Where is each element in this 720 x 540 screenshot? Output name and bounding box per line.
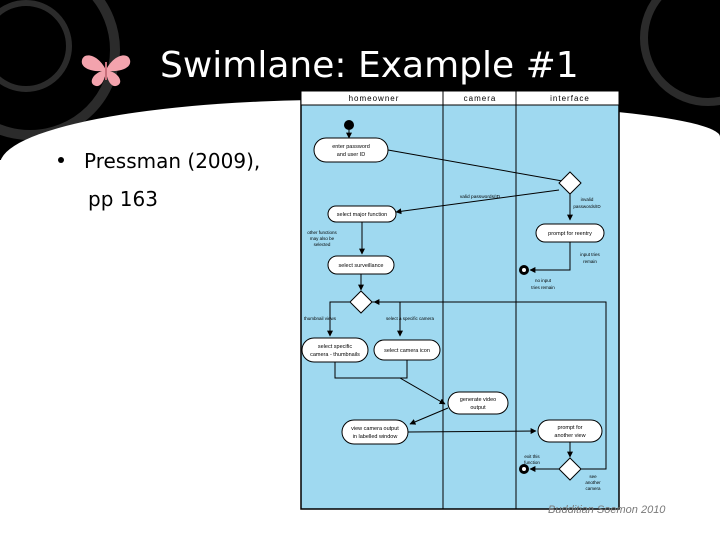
guard-label: valid passwords/ID [460,194,501,200]
activity-select-specific-camera [301,337,369,363]
activity-label: prompt for [557,425,582,431]
activity-label: enter password [332,144,370,150]
decision-node [558,457,582,481]
flow-arrow [399,377,446,405]
guard-label: no input [535,278,552,283]
lane-header-bar [300,90,620,106]
activity-label: select camera icon [384,348,430,354]
guard-label: invalid [581,197,594,202]
bullet-text-line2: pp 163 [88,187,158,211]
guard-label: may also be [310,236,335,241]
guard-label: exit this [524,454,540,459]
activity-label: camera - thumbnails [310,352,360,358]
activity-label: view camera output [351,426,399,432]
flow-arrow [373,299,607,470]
activity-generate-video [447,391,509,415]
guard-label: function [524,460,540,465]
decorative-ring [0,0,72,92]
activity-label: another view [554,433,585,439]
flow-arrow [407,428,537,435]
decorative-ring [640,0,720,106]
guard-label: other functions [307,230,337,235]
activity-label: output [470,405,486,411]
guard-label: selected [314,242,331,247]
guard-label: passwords/ID [573,204,601,209]
activity-label: generate video [460,397,496,403]
activity-label: select major function [337,212,387,218]
flow-arrow [327,301,350,337]
activity-label: and user ID [337,152,365,158]
bullet-dot [58,157,64,163]
slide-title: Swimlane: Example #1 [160,45,579,86]
flow-arrow [409,407,449,425]
bullet-text-line1: Pressman (2009), [84,149,261,173]
guard-label: camera [585,486,601,491]
flow-arrow [529,260,571,273]
activity-label: select surveillance [339,263,384,269]
lane-title-homeowner: homeowner [349,94,400,103]
guard-label: select a specific camera [386,316,435,321]
guard-label: tries remain [531,285,555,290]
flow-arrow [395,189,560,215]
initial-node [344,120,354,130]
activity-label: in labelled window [353,434,398,440]
final-node-inner [522,268,526,272]
guard-label: another [585,480,601,485]
guard-label: see [589,474,597,479]
lane-title-interface: interface [550,94,590,103]
activity-label: prompt for reentry [548,231,592,237]
decision-node [349,290,373,314]
activity-enter-password [313,137,389,163]
flow-arrow [387,149,569,185]
guard-label: input tries [580,252,600,257]
guard-label: remain [583,259,597,264]
butterfly-icon [81,55,131,87]
flow-line [334,360,408,379]
swimlane-diagram: homeowner camera interface enter passwor… [300,90,620,510]
guard-label: thumbnail views [304,316,337,321]
final-node-inner [522,467,526,471]
activity-view-camera-output [341,419,409,445]
footer-credit: Budditian Soemon 2010 [548,504,666,516]
activity-label: select specific [318,344,352,350]
lane-title-camera: camera [464,94,497,103]
